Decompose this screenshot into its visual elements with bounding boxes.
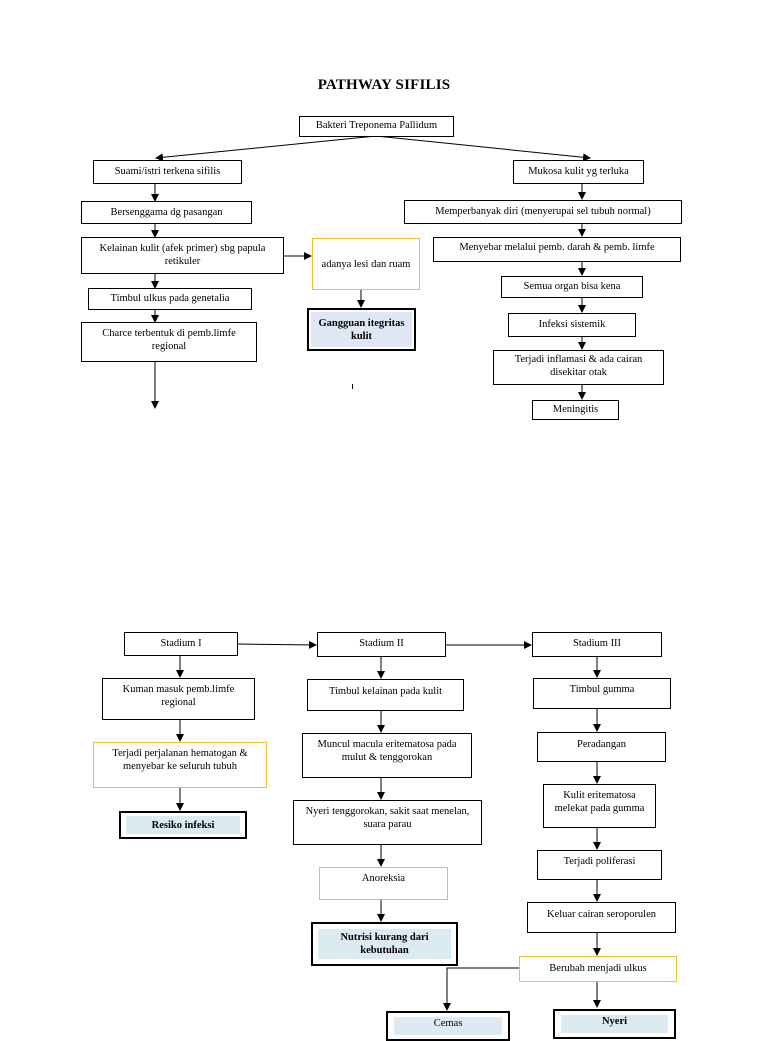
stage3-node-3: Kulit eritematosa melekat pada gumma [543, 784, 656, 828]
lesion-node: adanya lesi dan ruam [312, 238, 420, 290]
stage-1: Stadium I [124, 632, 238, 656]
stage2-node-4: Anoreksia [319, 867, 448, 900]
stage-3: Stadium III [532, 632, 662, 657]
root-node: Bakteri Treponema Pallidum [299, 116, 454, 137]
left-node-2: Bersenggama dg pasangan [81, 201, 252, 224]
page-title: PATHWAY SIFILIS [317, 77, 451, 93]
stage1-node-2: Terjadi perjalanan hematogan & menyebar … [93, 742, 267, 788]
diagnosis-nutrition: Nutrisi kurang dari kebutuhan [311, 922, 458, 966]
stage-2: Stadium II [317, 632, 446, 657]
right-node-6: Terjadi inflamasi & ada cairan disekitar… [493, 350, 664, 385]
right-node-3: Menyebar melalui pemb. darah & pemb. lim… [433, 237, 681, 262]
stage3-node-4: Terjadi poliferasi [537, 850, 662, 880]
stage2-node-1: Timbul kelainan pada kulit [307, 679, 464, 711]
stray-mark [352, 384, 353, 389]
diagnosis-pain-label: Nyeri [561, 1015, 668, 1033]
stage2-node-3: Nyeri tenggorokan, sakit saat menelan, s… [293, 800, 482, 845]
left-node-5: Charce terbentuk di pemb.limfe regional [81, 322, 257, 362]
diagnosis-pain: Nyeri [553, 1009, 676, 1039]
diagnosis-nutrition-label: Nutrisi kurang dari kebutuhan [318, 929, 451, 959]
diagnosis-skin-integrity-label: Gangguan itegritas kulit [311, 312, 412, 347]
stage3-node-2: Peradangan [537, 732, 666, 762]
diagnosis-infection-risk-label: Resiko infeksi [126, 816, 240, 834]
left-node-3: Kelainan kulit (afek primer) sbg papula … [81, 237, 284, 274]
right-node-4: Semua organ bisa kena [501, 276, 643, 298]
arrow-root-to-right [375, 135, 591, 162]
left-node-1: Suami/istri terkena sifilis [93, 160, 242, 184]
right-node-7: Meningitis [532, 400, 619, 420]
stage3-node-5: Keluar cairan seroporulen [527, 902, 676, 933]
arrow-stage1-to-stage2 [237, 640, 317, 649]
left-node-4: Timbul ulkus pada genetalia [88, 288, 252, 310]
stage3-node-6: Berubah menjadi ulkus [519, 956, 677, 982]
arrow-ulkus-to-cemas [443, 967, 519, 1011]
right-node-2: Memperbanyak diri (menyerupai sel tubuh … [404, 200, 682, 224]
diagnosis-infection-risk: Resiko infeksi [119, 811, 247, 839]
right-node-5: Infeksi sistemik [508, 313, 636, 337]
stage3-node-1: Timbul gumma [533, 678, 671, 709]
right-node-1: Mukosa kulit yg terluka [513, 160, 644, 184]
stage1-node-1: Kuman masuk pemb.limfe regional [102, 678, 255, 720]
diagnosis-anxiety: Cemas [386, 1011, 510, 1041]
arrow-root-to-left [155, 135, 377, 162]
stage2-node-2: Muncul macula eritematosa pada mulut & t… [302, 733, 472, 778]
diagnosis-anxiety-label: Cemas [394, 1017, 502, 1035]
diagnosis-skin-integrity: Gangguan itegritas kulit [307, 308, 416, 351]
